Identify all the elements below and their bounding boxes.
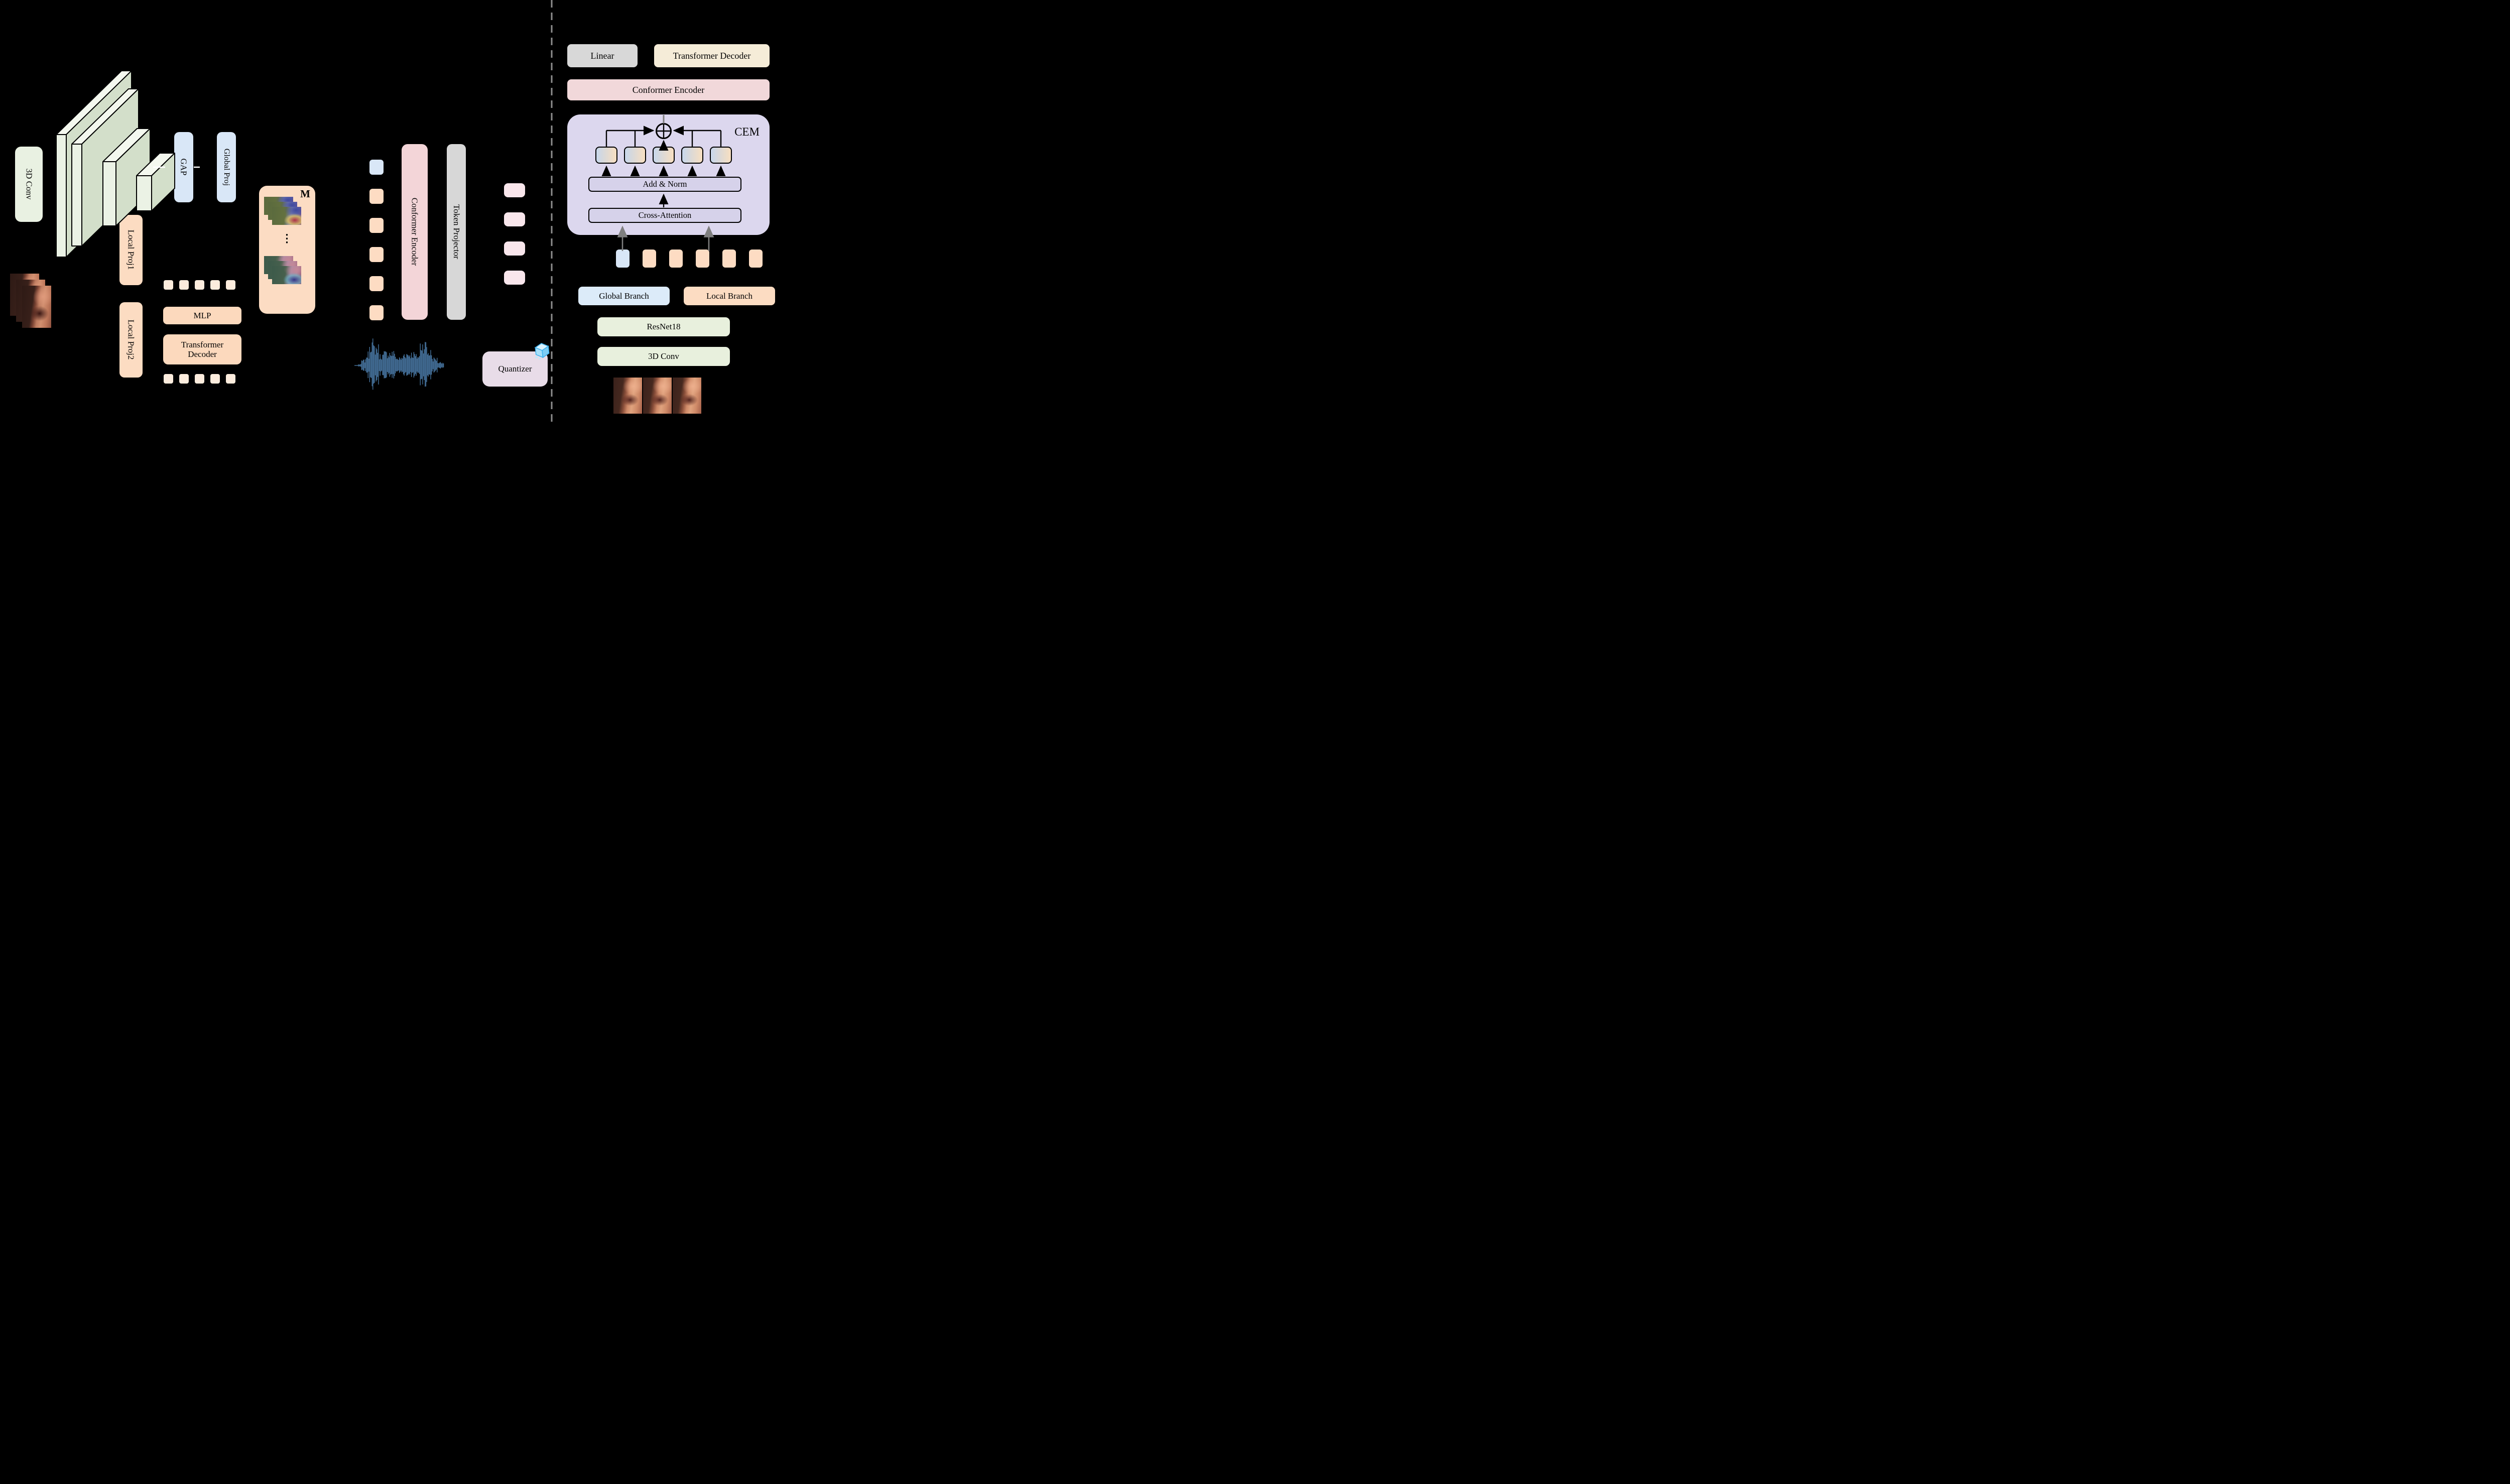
speech-unit-column	[504, 183, 525, 285]
memory-heatmap-group-bottom	[264, 256, 310, 285]
frame-token	[369, 276, 384, 291]
gap-label: GAP	[179, 158, 189, 176]
fused-token	[669, 250, 683, 268]
global-branch-block: Global Branch	[578, 287, 670, 305]
global-branch-label: Global Branch	[599, 291, 649, 301]
lip-image	[643, 378, 672, 414]
linear-label: Linear	[590, 50, 614, 61]
frame-token	[369, 189, 384, 204]
conformer-encoder-left-block: Conformer Encoder	[402, 144, 428, 320]
token-projector-block: Token Projector	[447, 144, 466, 320]
memory-bank-label: M	[300, 188, 310, 200]
local-proj2-block: Local Proj2	[119, 302, 143, 378]
gap-block: GAP	[174, 132, 193, 202]
memory-dots: ⋮	[281, 232, 293, 244]
lip-frames-right	[613, 378, 701, 414]
memory-bank-box: M ⋮	[259, 186, 315, 314]
transformer-decoder-left-block: Transformer Decoder	[163, 334, 241, 364]
fused-token-row	[604, 250, 763, 268]
masked-token	[226, 374, 235, 384]
token-projector-label: Token Projector	[451, 204, 461, 260]
masked-token	[179, 374, 189, 384]
audio-waveform	[354, 338, 444, 390]
fused-token	[749, 250, 763, 268]
frame-token	[369, 305, 384, 320]
conformer-encoder-left-label: Conformer Encoder	[410, 198, 420, 266]
add-norm-block: Add & Norm	[588, 177, 741, 192]
frame-token-column	[369, 160, 384, 320]
frame-token	[369, 247, 384, 262]
cem-feature-row	[595, 147, 732, 164]
resnet18-label: ResNet18	[647, 322, 681, 332]
cnn-slab-stack	[56, 70, 175, 258]
quantizer-label: Quantizer	[498, 364, 532, 374]
masked-token	[226, 280, 235, 290]
memory-heatmap-group-top	[264, 197, 310, 226]
cem-feature-box	[681, 147, 703, 164]
lip-image	[673, 378, 701, 414]
frame-token	[369, 160, 384, 175]
masked-token-row-bottom	[164, 374, 235, 384]
cem-feature-box	[595, 147, 617, 164]
conv3d-left-block: 3D Conv	[15, 147, 43, 222]
architecture-diagram: 3D Conv GAP Global Proj Local Proj1 Loca…	[0, 0, 787, 423]
conv3d-right-block: 3D Conv	[597, 347, 730, 366]
lip-image	[22, 286, 51, 328]
transformer-decoder-right-block: Transformer Decoder	[654, 44, 770, 67]
cross-attention-block: Cross-Attention	[588, 208, 741, 223]
masked-token	[210, 374, 220, 384]
masked-token	[164, 280, 173, 290]
lip-image	[613, 378, 642, 414]
local-branch-label: Local Branch	[706, 291, 753, 301]
speech-unit-token	[504, 241, 525, 256]
cnn-slab-3	[102, 128, 151, 226]
local-proj1-block: Local Proj1	[119, 215, 143, 285]
speech-unit-token	[504, 271, 525, 285]
transformer-decoder-right-label: Transformer Decoder	[673, 50, 751, 61]
mlp-block: MLP	[163, 307, 241, 324]
mlp-label: MLP	[193, 310, 211, 320]
masked-token	[179, 280, 189, 290]
speech-unit-token	[504, 212, 525, 226]
frame-token	[369, 218, 384, 233]
frozen-ice-cube-icon	[534, 343, 550, 360]
local-branch-block: Local Branch	[684, 287, 775, 305]
linear-block: Linear	[567, 44, 638, 67]
fused-token	[643, 250, 656, 268]
cross-attention-label: Cross-Attention	[638, 210, 692, 220]
speech-unit-token	[504, 183, 525, 197]
conformer-encoder-right-label: Conformer Encoder	[632, 84, 705, 95]
masked-token	[195, 374, 204, 384]
masked-token	[195, 280, 204, 290]
cem-feature-box	[624, 147, 646, 164]
conformer-encoder-right-block: Conformer Encoder	[567, 79, 770, 100]
heatmap-frame	[272, 266, 301, 284]
masked-token-row-top	[164, 280, 235, 290]
lip-frames-left	[10, 274, 63, 330]
global-proj-block: Global Proj	[217, 132, 236, 202]
transformer-decoder-left-label: Transformer Decoder	[181, 339, 224, 359]
heatmap-frame	[272, 207, 301, 225]
fused-token	[616, 250, 630, 268]
fused-token	[696, 250, 709, 268]
cem-label: CEM	[734, 126, 760, 139]
global-proj-label: Global Proj	[222, 148, 231, 186]
fused-token	[722, 250, 736, 268]
conv3d-left-label: 3D Conv	[24, 169, 34, 200]
cem-feature-box	[710, 147, 732, 164]
masked-token	[210, 280, 220, 290]
local-proj1-label: Local Proj1	[126, 230, 136, 270]
conv3d-right-label: 3D Conv	[648, 351, 679, 361]
masked-token	[164, 374, 173, 384]
cem-feature-box	[653, 147, 675, 164]
resnet18-block: ResNet18	[597, 317, 730, 336]
local-proj2-label: Local Proj2	[126, 320, 136, 360]
cnn-slab-4	[136, 153, 175, 211]
add-norm-label: Add & Norm	[643, 179, 687, 189]
